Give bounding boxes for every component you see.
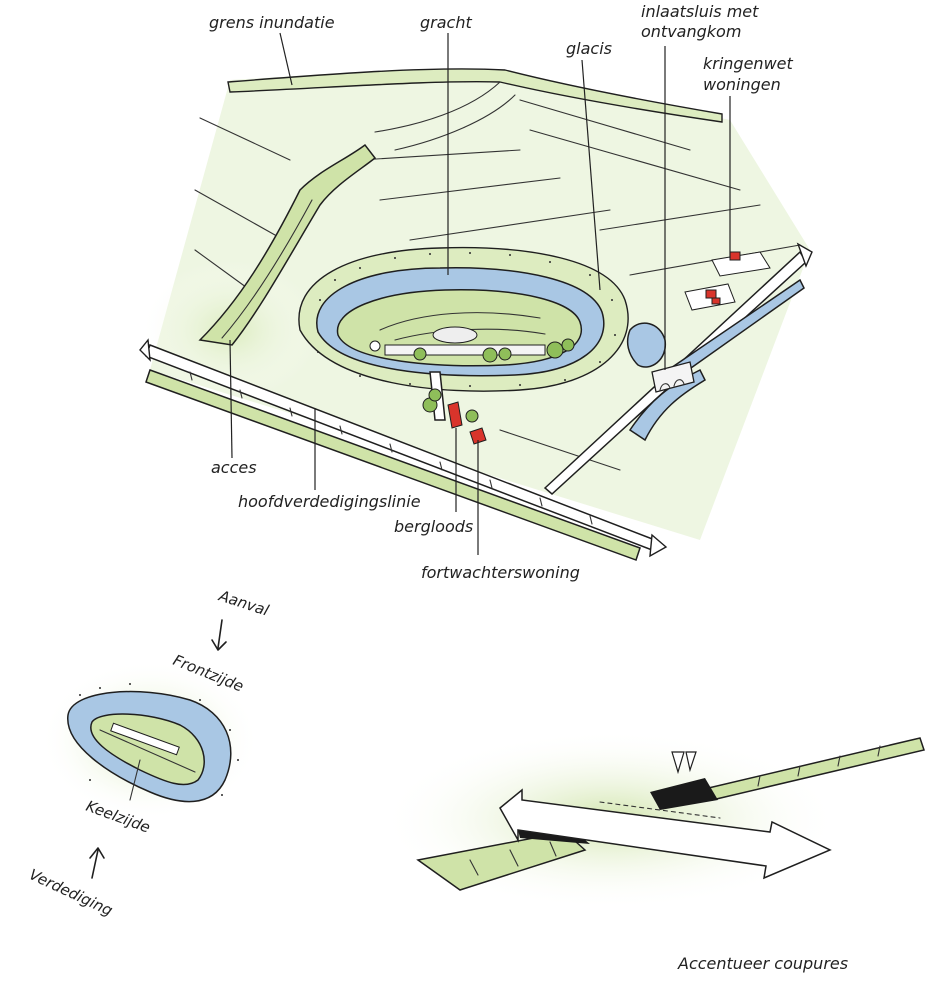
glacis-stipple [317,252,616,387]
label-kringenwet-1: kringenwet [703,54,794,73]
small-bridge [129,759,141,801]
small-fort-wall [99,729,196,773]
bergloods-building [447,401,463,429]
dike-hatches [189,371,593,525]
label-fortwachterswoning: fortwachterswoning [421,563,580,582]
coupure-arrow [499,788,832,880]
label-glacis: glacis [566,39,612,58]
kringenwet-house-2 [705,289,717,299]
label-gracht: gracht [420,13,472,32]
fort-rampart [379,312,541,331]
small-stipple [79,683,239,796]
label-leaders [229,32,731,555]
label-grens-inundatie: grens inundatie [209,13,335,32]
main-defense-dike [145,369,641,561]
label-aanval: Aanval [216,586,272,620]
plot-1 [711,251,771,277]
coupure-diagram [380,730,925,910]
inlet-pond [626,322,666,368]
orientation-diagram [40,619,260,879]
fort-cupola [369,340,381,352]
access-dike [198,143,377,346]
inundation-dike [227,68,723,123]
label-kringenwet-2: woningen [703,75,781,94]
label-accentueer-coupures: Accentueer coupures [677,954,848,973]
fort-central-work [432,326,478,344]
defense-arrow [91,849,99,879]
label-hoofdverdedigingslinie: hoofdverdedigingslinie [238,492,421,511]
coupure-cut-upper [650,778,718,810]
label-bergloods: bergloods [394,517,473,536]
canal-bend [628,368,706,442]
attack-arrow [217,619,223,649]
label-acces: acces [211,458,257,477]
fortwachterswoning-building [469,427,487,445]
coupure-marker [671,751,697,775]
access-dike-crest [221,199,313,339]
overview-landscape [139,68,813,561]
coupure-dike-lower [416,831,587,891]
label-inlaatsluis-1: inlaatsluis met [641,2,759,21]
label-inlaatsluis-2: ontvangkom [641,22,741,41]
label-verdediging: Verdediging [26,865,115,919]
kringenwet-house-1 [729,251,741,261]
fort-building [384,344,546,356]
